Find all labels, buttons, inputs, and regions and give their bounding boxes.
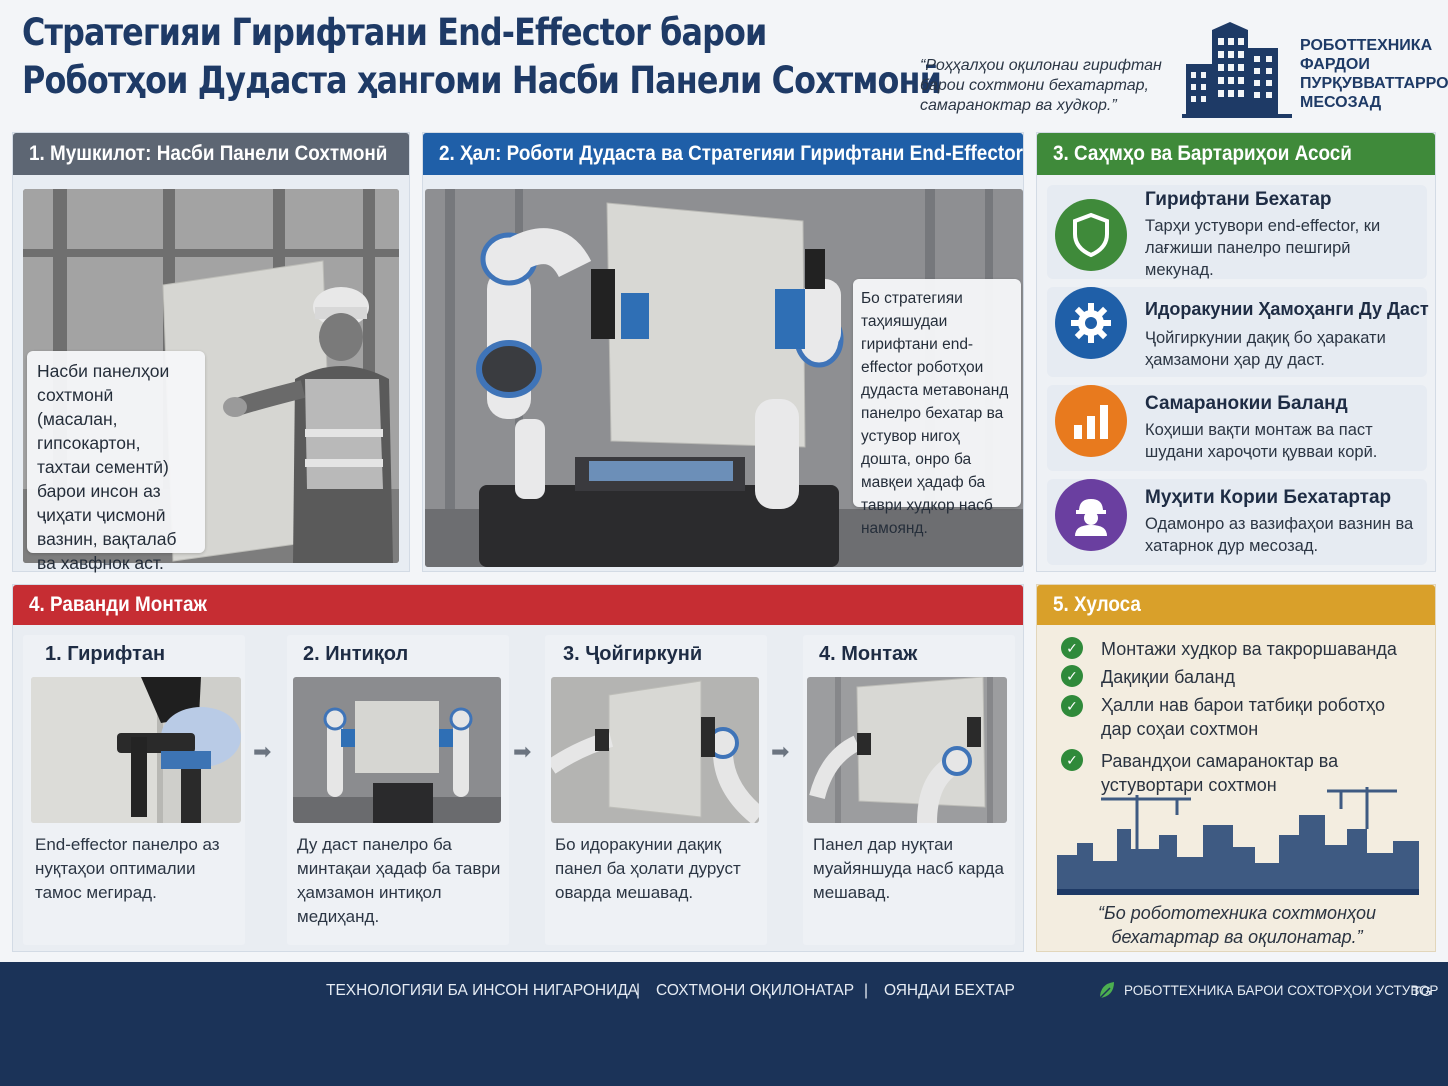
step-desc: Ду даст панелро ба минтақаи ҳадаф ба тав… — [297, 835, 501, 926]
worker-icon — [1055, 479, 1127, 551]
section-benefits: 3. Саҳмҳо ва Бартариҳои Асосӣ Гирифтани … — [1036, 132, 1436, 572]
conclusion-item: Ҳалли нав барои татбиқи роботҳо дар соҳа… — [1101, 695, 1385, 739]
shield-icon — [1055, 199, 1127, 271]
check-icon: ✓ — [1061, 637, 1083, 659]
conclusion-item: Дақиқии баланд — [1101, 667, 1235, 687]
section-benefits-title: 3. Саҳмҳо ва Бартариҳои Асосӣ — [1053, 142, 1352, 165]
section-solution-title: 2. Ҳал: Роботи Дудаста ва Стратегияи Гир… — [439, 142, 1023, 165]
problem-callout-text: Насби панелҳои сохтмонӣ (масалан, гипсок… — [37, 361, 177, 573]
benefit-desc: Ҷойгиркунии дақиқ бо ҳаракати ҳамзамони … — [1145, 329, 1386, 369]
section-problem-title: 1. Мушкилот: Насби Панели Сохтмонӣ — [29, 142, 388, 165]
gear-icon — [1055, 287, 1127, 359]
process-step: 1. Гирифтан End-effector панелро аз нуқт… — [23, 635, 245, 945]
step-title: 1. Гирифтан — [45, 643, 166, 665]
brand-line: МЕСОЗАД — [1300, 94, 1382, 111]
installation-step-photo — [807, 677, 1007, 823]
city-skyline-icon — [1057, 785, 1419, 895]
benefit-title: Идоракунии Ҳамоҳанги Ду Даст — [1145, 299, 1429, 319]
solution-callout: Бо стратегияи таҳияшудаи гирифтани end-e… — [853, 279, 1021, 537]
transport-step-photo — [293, 677, 501, 823]
brand-line: ФАРДОИ — [1300, 56, 1370, 73]
header: Стратегияи Гирифтани End-Effector барои … — [0, 0, 1448, 128]
conclusion-quote: “Бо робототехника сохтмонҳои бехатартар … — [1097, 903, 1376, 947]
arrow-right-icon: ➡ — [513, 739, 532, 764]
step-desc: Панел дар нуқтаи муайяншуда насб карда м… — [813, 835, 1004, 902]
brand-line: ПУРҚУВВАТТАРРО — [1300, 75, 1448, 92]
benefit-card: Идоракунии Ҳамоҳанги Ду Даст Ҷойгиркунии… — [1047, 287, 1429, 377]
footer-separator: | — [636, 982, 641, 999]
section-problem-heading: 1. Мушкилот: Насби Панели Сохтмонӣ — [13, 133, 409, 175]
section-conclusion-title: 5. Хулоса — [1053, 593, 1141, 616]
benefit-card: Самаранокии Баланд Коҳиши вақти монтаж в… — [1047, 385, 1427, 471]
section-conclusion-heading: 5. Хулоса — [1037, 585, 1435, 625]
conclusion-item: Равандҳои самараноктар ва устувортари со… — [1101, 751, 1339, 795]
problem-callout: Насби панелҳои сохтмонӣ (масалан, гипсок… — [27, 351, 205, 573]
process-step: 3. Ҷойгиркунӣ Бо идоракунии дақиқ панел … — [545, 635, 767, 945]
footer-tagline: РОБОТТЕХНИКА БАРОИ СОХТОРҲОИ УСТУВОР — [1124, 983, 1439, 998]
benefit-title: Муҳити Кории Бехатартар — [1145, 487, 1392, 508]
brand-text: РОБОТТЕХНИКА ФАРДОИ ПУРҚУВВАТТАРРО МЕСОЗ… — [1300, 36, 1448, 112]
step-desc: Бо идоракунии дақиқ панел ба ҳолати дуру… — [555, 835, 741, 902]
brand-line: РОБОТТЕХНИКА — [1300, 37, 1433, 54]
step-title: 3. Ҷойгиркунӣ — [563, 643, 703, 665]
step-desc: End-effector панелро аз нуқтаҳои оптимал… — [35, 835, 220, 902]
benefit-title: Гирифтани Бехатар — [1145, 189, 1332, 210]
section-solution: 2. Ҳал: Роботи Дудаста ва Стратегияи Гир… — [422, 132, 1024, 572]
arrow-right-icon: ➡ — [771, 739, 790, 764]
section-process: 4. Раванди Монтаж 1. Гирифтан End-effect… — [12, 584, 1024, 952]
buildings-logo-icon — [1182, 20, 1292, 118]
benefit-card: Муҳити Кории Бехатартар Одамонро аз вази… — [1047, 479, 1427, 565]
footer-item: СОХТМОНИ ОҚИЛОНАТАР — [656, 982, 855, 999]
page-title-line2: Роботҳои Дудаста ҳангоми Насби Панели Со… — [22, 59, 942, 102]
page-title-line1: Стратегияи Гирифтани End-Effector барои — [22, 11, 767, 54]
section-process-heading: 4. Раванди Монтаж — [13, 585, 1023, 625]
section-conclusion: 5. Хулоса ✓ Монтажи худкор ва такроршава… — [1036, 584, 1436, 952]
arrow-right-icon: ➡ — [253, 739, 272, 764]
benefit-card: Гирифтани Бехатар Тарҳи устувори end-eff… — [1047, 185, 1427, 279]
worker-installing-panel-photo — [23, 189, 399, 563]
grasp-step-photo — [31, 677, 241, 823]
benefit-title: Самаранокии Баланд — [1145, 393, 1348, 414]
process-step: 2. Интиқол Ду даст панелро ба минтақаи ҳ… — [287, 635, 509, 945]
header-quote: “Роҳҳалҳои оқилонаи гирифтан барои сохтм… — [920, 57, 1162, 114]
benefit-desc: Одамонро аз вазифаҳои вазнин ва хатарнок… — [1145, 515, 1414, 555]
step-title: 2. Интиқол — [303, 643, 409, 665]
conclusion-item: Монтажи худкор ва такроршаванда — [1101, 639, 1397, 659]
footer: ТЕХНОЛОГИЯИ БА ИНСОН НИГАРОНИДА | СОХТМО… — [0, 962, 1448, 1086]
bar-chart-icon — [1055, 385, 1127, 457]
process-step: 4. Монтаж Панел дар нуқтаи муайяншуда на… — [803, 635, 1015, 945]
positioning-step-photo — [551, 677, 759, 823]
footer-separator: | — [864, 982, 869, 999]
benefit-desc: Коҳиши вақти монтаж ва паст шудани хароҷ… — [1145, 421, 1378, 461]
footer-item: ТЕХНОЛОГИЯИ БА ИНСОН НИГАРОНИДА — [326, 982, 639, 999]
leaf-icon — [1098, 980, 1116, 1000]
footer-tag: TG — [1412, 983, 1432, 999]
benefit-desc: Тарҳи устувори end-effector, ки лағжиши … — [1145, 217, 1381, 279]
check-icon: ✓ — [1061, 665, 1083, 687]
section-process-title: 4. Раванди Монтаж — [29, 593, 207, 616]
solution-callout-text: Бо стратегияи таҳияшудаи гирифтани end-e… — [861, 290, 1009, 537]
check-icon: ✓ — [1061, 749, 1083, 771]
check-icon: ✓ — [1061, 695, 1083, 717]
footer-item: ОЯНДАИ БЕХТАР — [884, 982, 1015, 999]
section-benefits-heading: 3. Саҳмҳо ва Бартариҳои Асосӣ — [1037, 133, 1435, 175]
step-title: 4. Монтаж — [819, 643, 918, 665]
section-problem: 1. Мушкилот: Насби Панели Сохтмонӣ — [12, 132, 410, 573]
dual-arm-robot-photo — [425, 189, 1023, 567]
section-solution-heading: 2. Ҳал: Роботи Дудаста ва Стратегияи Гир… — [423, 133, 1023, 175]
